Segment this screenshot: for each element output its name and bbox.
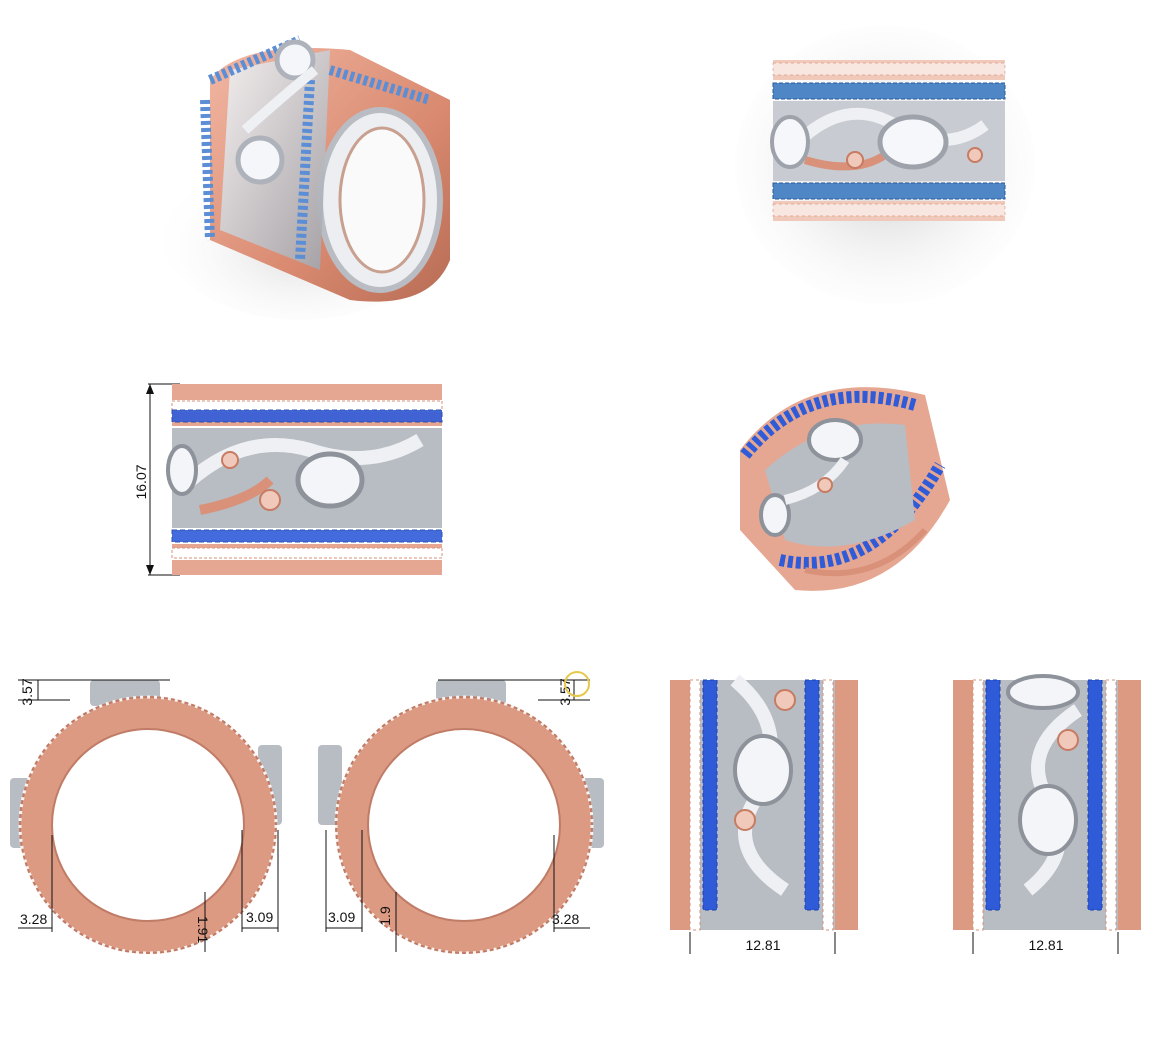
height-dimension: 16.07 [133,383,180,576]
dim-left-a: 3.28 [20,911,47,927]
dim-right-c: 3.28 [552,911,579,927]
left-profile-dimensions: 3.57 3.28 3.09 1.91 [18,678,279,952]
ring-profile [10,680,282,955]
ring-tilted-view [740,387,950,591]
width-dimension-right: 12.81 [972,932,1119,954]
ring-perspective-view [160,35,450,320]
width-label-left: 12.81 [745,937,780,953]
dim-right-a: 3.09 [328,909,355,925]
ring-band-top [770,60,1006,221]
ring-profile [318,680,604,955]
edge-band [670,674,858,931]
ring-edge-view-right: 12.81 [953,674,1141,954]
ring-side-profile-right: 3.57 3.09 1.9 3.28 [318,671,604,955]
edge-band [953,674,1141,931]
ring-body-tilted [740,387,950,591]
width-label-right: 12.81 [1028,937,1063,953]
width-dimension-left: 12.81 [689,932,836,954]
cursor-highlight [564,671,590,697]
ring-band-front [166,384,443,575]
top-offset-label-right: 3.57 [557,678,573,705]
ring-edge-view-left: 12.81 [670,674,858,954]
ring-body [200,35,450,302]
ring-side-profile-left: 3.57 3.28 3.09 1.91 [10,678,282,955]
dim-left-b: 3.09 [246,909,273,925]
height-label: 16.07 [133,464,149,499]
top-offset-label-left: 3.57 [19,678,35,705]
dim-right-b: 1.9 [377,906,393,926]
dim-left-c: 1.91 [195,916,211,943]
ring-top-view [735,25,1035,305]
right-profile-dimensions: 3.57 3.09 1.9 3.28 [325,671,590,952]
ring-front-elevation: 16.07 [133,383,443,576]
